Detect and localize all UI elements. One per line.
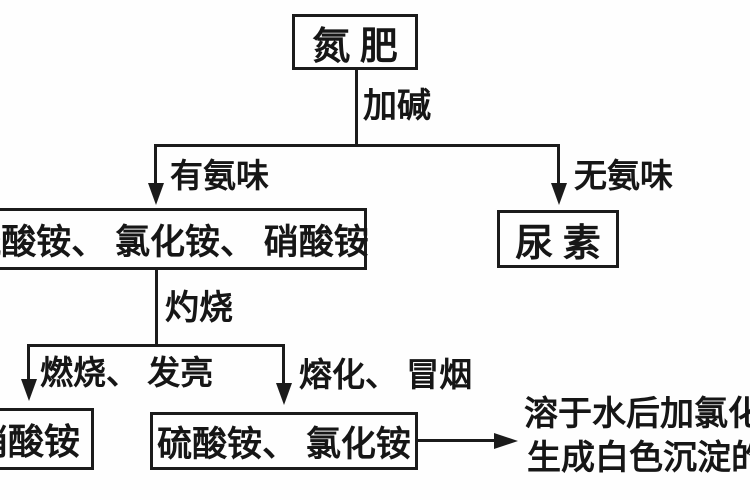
- node-sulfate-chloride: 硫酸铵、 氯化铵: [150, 412, 418, 470]
- node-ammonium-nitrate-label: 硝酸铵: [0, 422, 80, 462]
- node-urea-label: 尿 素: [515, 222, 601, 265]
- connector-right-drop: [557, 144, 560, 184]
- result-note-line2: 生成白色沉淀的: [527, 440, 750, 477]
- connector-calcine-bar: [27, 344, 285, 347]
- connector-melts-drop: [282, 344, 285, 384]
- edge-label-melts-smokes: 熔化、 冒烟: [299, 358, 473, 394]
- arrowhead-down-icon: [550, 183, 567, 205]
- connector-calcine-stem: [155, 269, 158, 347]
- node-ammonium-salts: 硫酸铵、 氯化铵、 硝酸铵: [0, 208, 369, 270]
- edge-label-burns-glows: 燃烧、 发亮: [40, 356, 214, 392]
- result-note-line1: 溶于水后加氯化: [524, 396, 750, 433]
- edge-label-has-ammonia-smell: 有氨味: [170, 159, 269, 195]
- connector-left-drop: [154, 144, 157, 184]
- arrowhead-down-icon: [147, 183, 164, 205]
- connector-burns-drop: [27, 344, 30, 380]
- connector-result-arrow-shaft: [417, 439, 497, 442]
- node-urea: 尿 素: [497, 210, 619, 268]
- edge-label-calcine: 灼烧: [165, 290, 233, 327]
- edge-label-no-ammonia-smell: 无氨味: [574, 159, 673, 195]
- arrowhead-down-icon: [20, 379, 37, 401]
- node-ammonium-nitrate: 硝酸铵: [0, 408, 94, 470]
- edge-label-add-alkali: 加碱: [363, 88, 431, 125]
- arrowhead-right-icon: [494, 432, 518, 449]
- node-nitrogen-fertilizer: 氮 肥: [292, 14, 418, 70]
- node-ammonium-salts-label: 硫酸铵、 氯化铵、 硝酸铵: [0, 222, 369, 262]
- connector-root-stem: [355, 69, 358, 146]
- arrowhead-down-icon: [275, 383, 292, 405]
- node-sulfate-chloride-label: 硫酸铵、 氯化铵: [157, 424, 411, 464]
- node-nitrogen-fertilizer-label: 氮 肥: [312, 25, 398, 68]
- connector-branch-bar: [154, 144, 560, 147]
